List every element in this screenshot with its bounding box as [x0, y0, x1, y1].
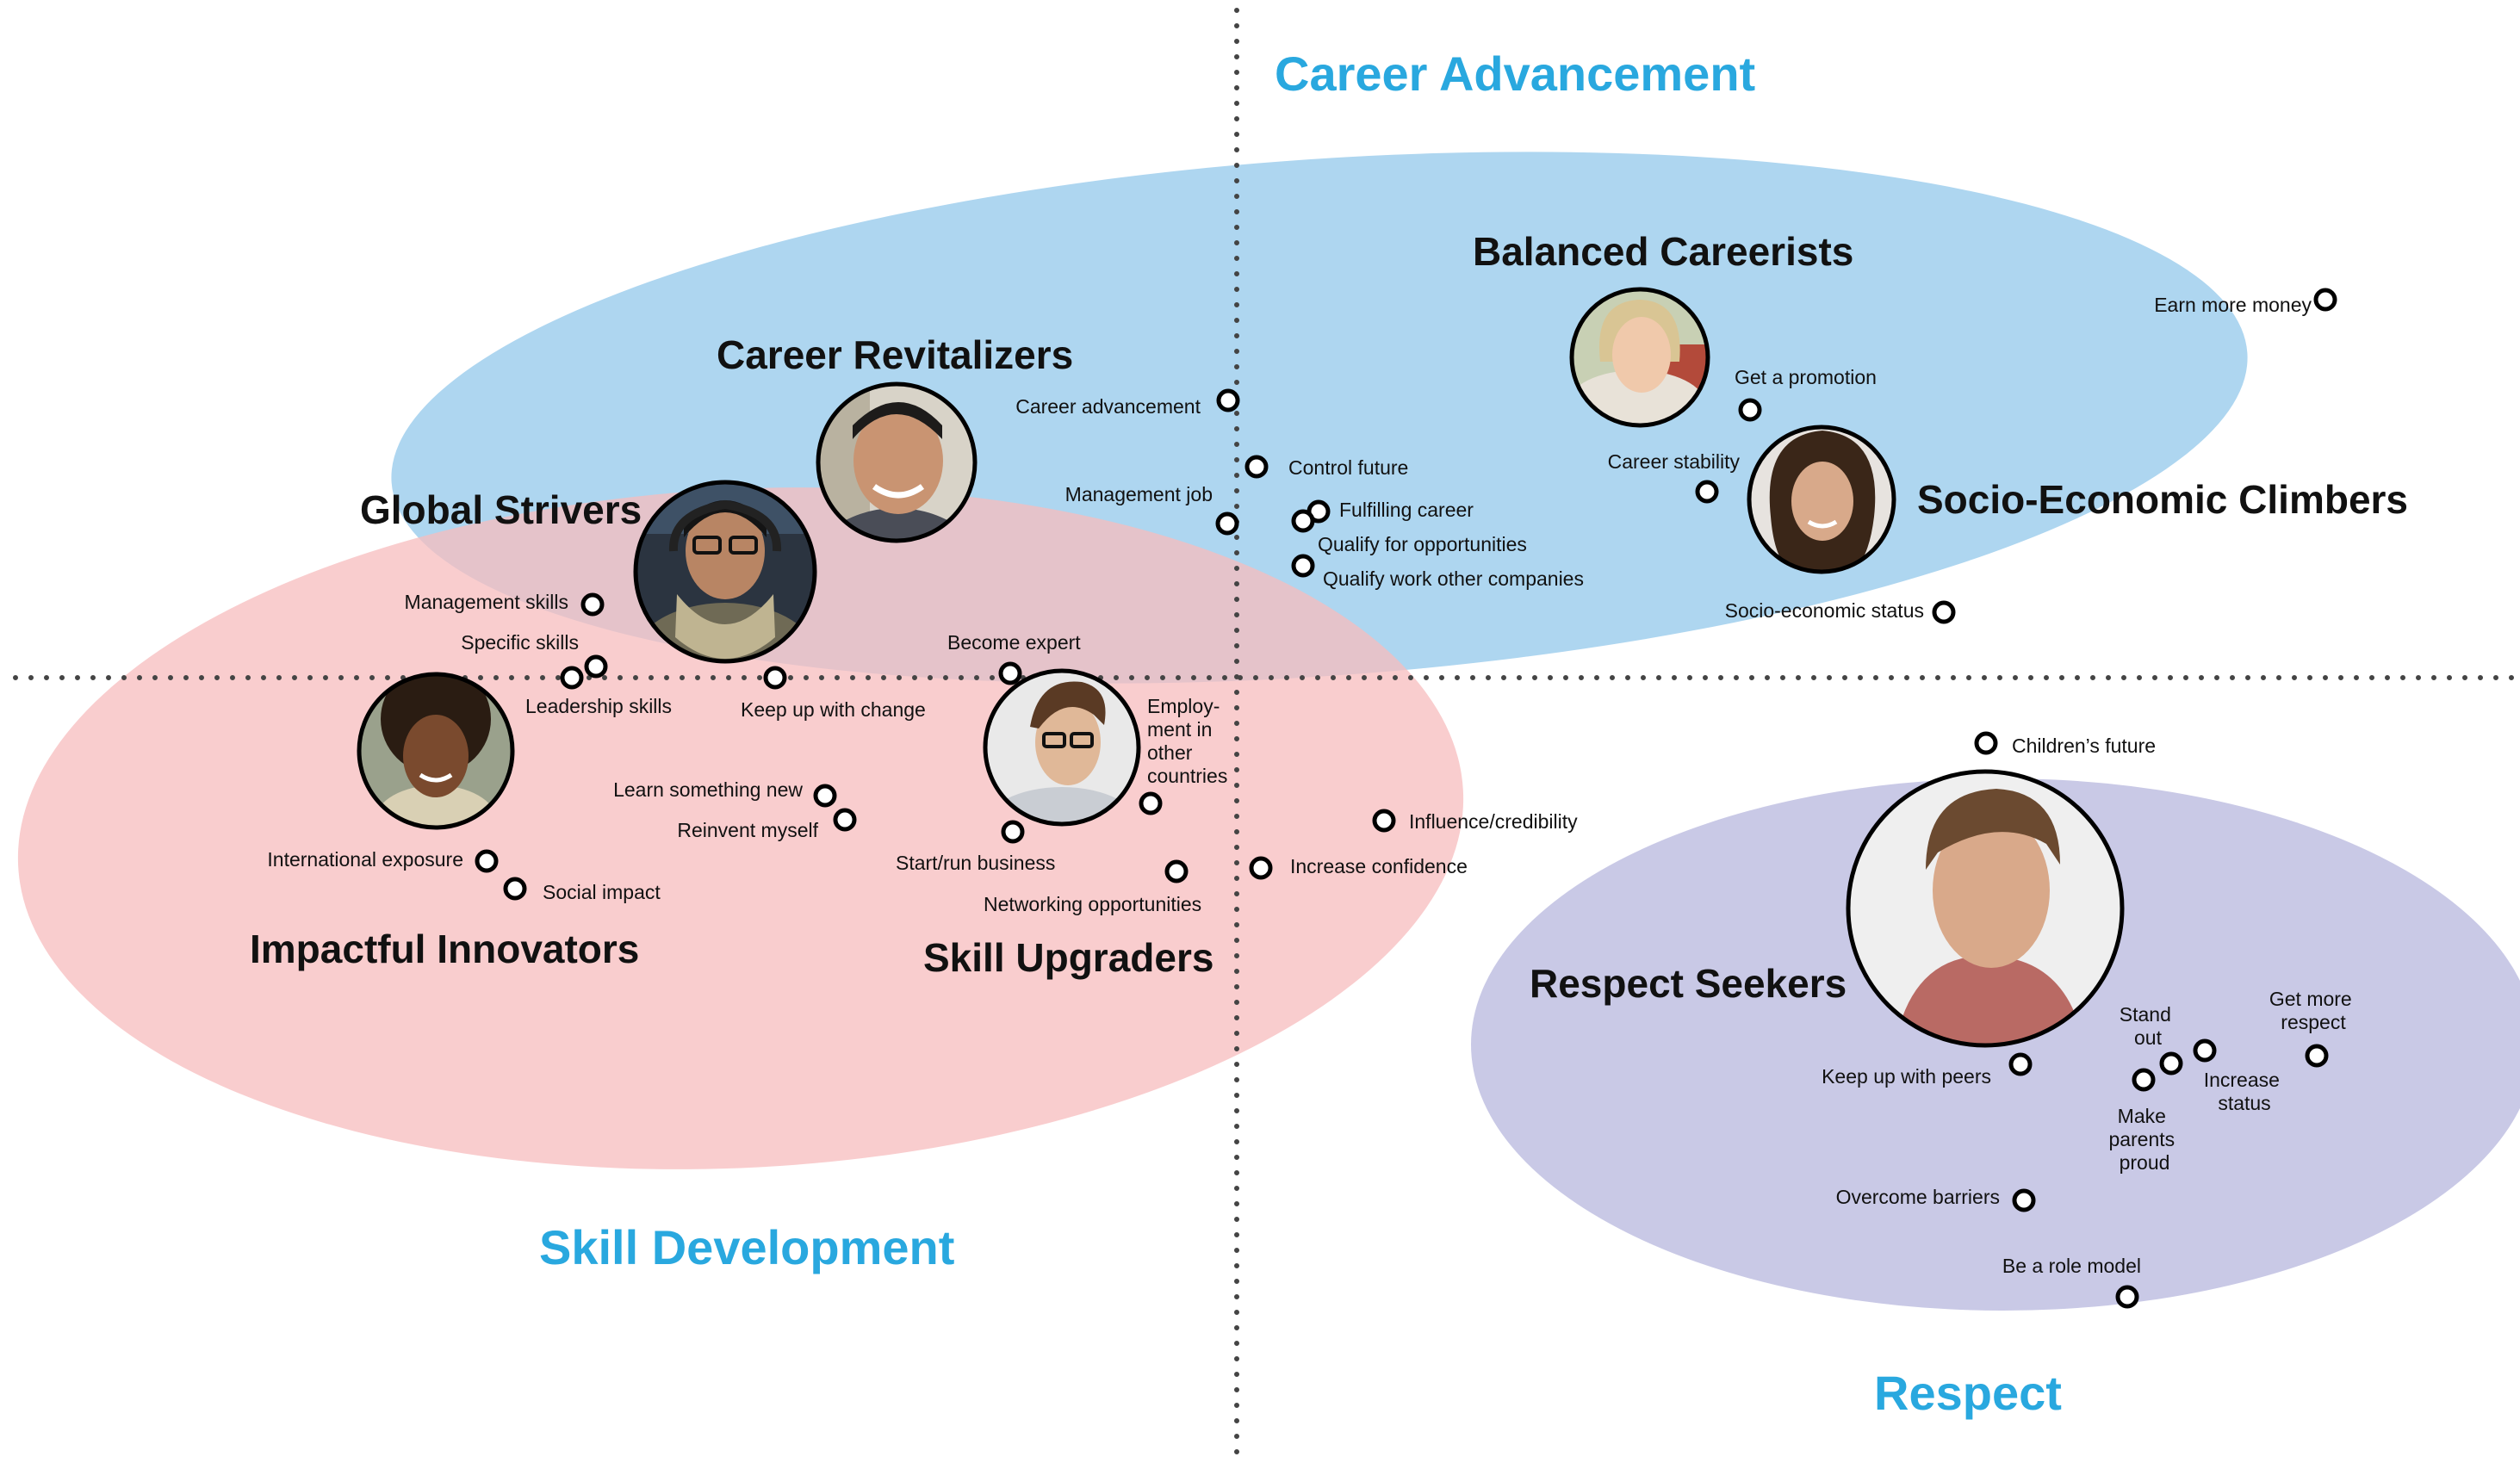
dot-be-role-model: [2115, 1285, 2139, 1309]
label-employment-line-4: countries: [1147, 765, 1227, 787]
label-social-impact: Social impact: [543, 881, 661, 903]
label-parents-line-3: proud: [2120, 1151, 2170, 1174]
label-fulfilling-career: Fulfilling career: [1339, 499, 1474, 521]
label-career-stability: Career stability: [1608, 450, 1741, 473]
dot-qualify-opportunities: [1291, 509, 1315, 533]
dot-management-skills: [580, 592, 605, 617]
dot-make-parents-proud: [2132, 1068, 2156, 1092]
dot-start-run-business: [1001, 820, 1025, 844]
label-reinvent-myself: Reinvent myself: [677, 819, 818, 841]
label-employment-line-3: other: [1147, 741, 1193, 764]
label-be-role-model: Be a role model: [2002, 1255, 2141, 1277]
label-respect-line-1: Get more: [2269, 988, 2352, 1010]
skill-development-ellipse: [17, 487, 1464, 1169]
avatar-respect-seekers: [1846, 769, 2125, 1048]
segment-impactful-innovators: Impactful Innovators: [250, 927, 639, 971]
label-management-job: Management job: [1065, 483, 1213, 505]
dot-stand-out: [2159, 1051, 2183, 1076]
dot-influence-credibility: [1372, 809, 1396, 833]
segment-skill-upgraders: Skill Upgraders: [923, 935, 1213, 980]
quadrant-label-respect: Respect: [1874, 1366, 2062, 1420]
dot-qualify-other-companies: [1291, 554, 1315, 578]
dot-childrens-future: [1974, 731, 1998, 755]
label-get-more-respect: Get more respect: [2269, 988, 2357, 1033]
dot-increase-confidence: [1249, 856, 1273, 880]
dot-overcome-barriers: [2012, 1188, 2036, 1212]
label-increase-status-line-1: Increase: [2204, 1069, 2280, 1091]
dot-career-stability: [1695, 480, 1719, 504]
dot-get-promotion: [1738, 398, 1762, 422]
dot-earn-more-money: [2313, 288, 2337, 312]
label-keep-up-change: Keep up with change: [741, 698, 926, 721]
label-stand-out-line-1: Stand: [2120, 1003, 2171, 1026]
label-increase-confidence: Increase confidence: [1290, 855, 1468, 877]
label-parents-line-2: parents: [2108, 1128, 2175, 1150]
segment-balanced-careerists: Balanced Careerists: [1473, 229, 1853, 274]
label-socio-economic-status: Socio-economic status: [1725, 599, 1924, 622]
avatar-socio-economic-climbers: [1747, 425, 1896, 574]
label-parents-line-1: Make: [2118, 1105, 2166, 1127]
label-stand-out: Stand out: [2120, 1003, 2177, 1049]
label-leadership-skills: Leadership skills: [525, 695, 672, 717]
avatar-skill-upgraders: [983, 668, 1141, 827]
label-make-parents-proud: Make parents proud: [2108, 1105, 2180, 1174]
label-respect-line-2: respect: [2281, 1011, 2346, 1033]
dot-networking-opportunities: [1164, 859, 1189, 883]
dot-leadership-skills: [560, 666, 584, 690]
label-increase-status: Increase status: [2204, 1069, 2286, 1114]
dot-specific-skills: [584, 654, 608, 679]
label-control-future: Control future: [1288, 456, 1408, 479]
label-get-promotion: Get a promotion: [1735, 366, 1877, 388]
label-networking-opportunities: Networking opportunities: [984, 893, 1201, 915]
label-start-run-business: Start/run business: [896, 852, 1055, 874]
label-employment-line-1: Employ-: [1147, 695, 1220, 717]
dot-increase-status: [2193, 1038, 2217, 1063]
segment-socio-economic-climbers: Socio-Economic Climbers: [1917, 477, 2408, 522]
label-employment-other-countries: Employ- ment in other countries: [1147, 695, 1227, 787]
dot-get-more-respect: [2305, 1044, 2329, 1068]
quadrant-label-skill-development: Skill Development: [539, 1220, 954, 1274]
label-specific-skills: Specific skills: [461, 631, 579, 654]
label-qualify-opportunities: Qualify for opportunities: [1318, 533, 1527, 555]
quadrant-label-career-advancement: Career Advancement: [1275, 46, 1755, 101]
avatar-global-strivers: [633, 480, 817, 664]
dot-keep-up-change: [763, 666, 787, 690]
label-learn-something-new: Learn something new: [613, 778, 803, 801]
dot-management-job: [1215, 511, 1239, 536]
dot-keep-up-peers: [2008, 1052, 2033, 1076]
label-qualify-other-companies: Qualify work other companies: [1323, 567, 1584, 590]
label-influence-credibility: Influence/credibility: [1409, 810, 1578, 833]
segment-global-strivers: Global Strivers: [360, 487, 642, 532]
label-earn-more-money: Earn more money: [2154, 294, 2312, 316]
label-overcome-barriers: Overcome barriers: [1836, 1186, 2000, 1208]
label-employment-line-2: ment in: [1147, 718, 1212, 741]
motivation-dots: [475, 288, 2337, 1309]
dot-learn-something-new: [813, 784, 837, 808]
segment-career-revitalizers: Career Revitalizers: [717, 332, 1073, 377]
label-become-expert: Become expert: [947, 631, 1081, 654]
avatar-impactful-innovators: [357, 672, 515, 830]
segment-respect-seekers: Respect Seekers: [1530, 961, 1847, 1006]
dot-social-impact: [503, 877, 527, 901]
label-stand-out-line-2: out: [2134, 1026, 2163, 1049]
label-career-advancement: Career advancement: [1015, 395, 1201, 418]
label-increase-status-line-2: status: [2218, 1092, 2270, 1114]
dot-employment-other-countries: [1139, 791, 1163, 815]
dot-socio-economic-status: [1932, 600, 1956, 624]
dot-reinvent-myself: [833, 808, 857, 832]
label-keep-up-peers: Keep up with peers: [1822, 1065, 1991, 1088]
avatar-career-revitalizers: [816, 381, 978, 543]
dot-control-future: [1244, 455, 1269, 479]
dot-career-advancement: [1216, 388, 1240, 412]
dot-become-expert: [998, 661, 1022, 685]
dot-international-exposure: [475, 849, 499, 873]
label-international-exposure: International exposure: [267, 848, 463, 871]
label-management-skills: Management skills: [405, 591, 568, 613]
label-childrens-future: Children’s future: [2012, 735, 2156, 757]
